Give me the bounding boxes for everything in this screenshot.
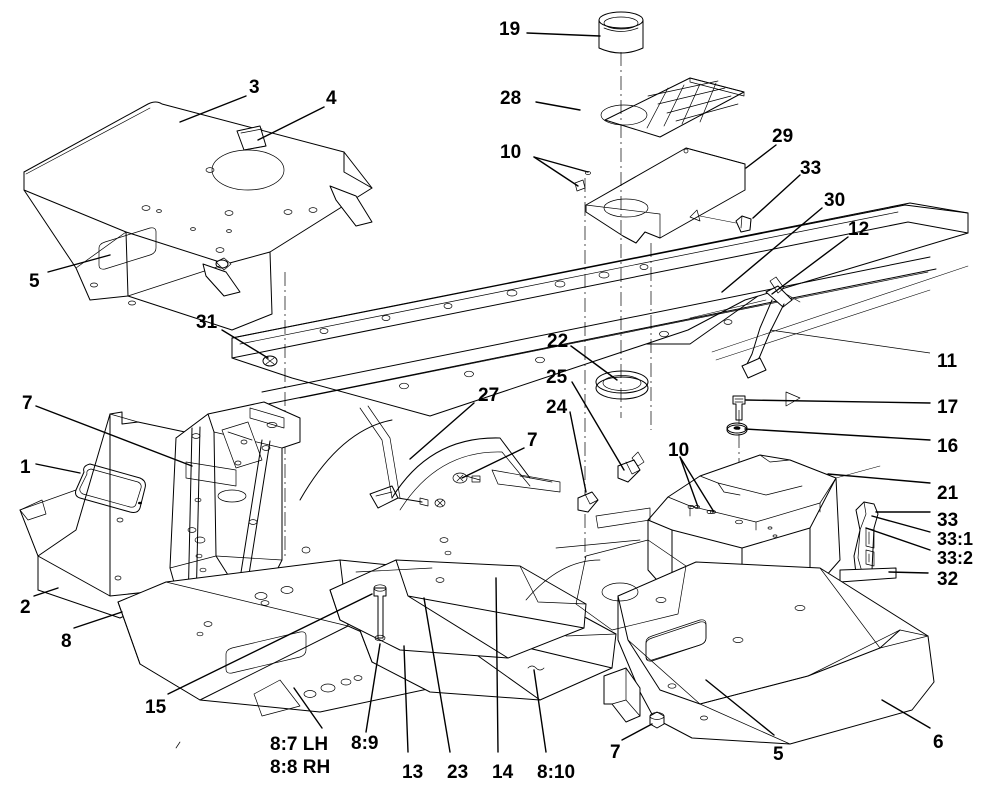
callout-16: 16 — [937, 436, 959, 457]
callout-6: 6 — [933, 732, 944, 753]
fender-well-arch — [299, 405, 531, 583]
callout-23: 23 — [447, 762, 469, 783]
callout-2: 2 — [20, 597, 31, 618]
leader-lines — [33, 32, 931, 753]
part-33-clip-upper — [689, 209, 752, 233]
part-8-9-bolt — [373, 584, 387, 642]
main-frame-rail — [231, 202, 969, 417]
callout-27: 27 — [478, 385, 500, 406]
part-25-clip — [617, 451, 645, 483]
callout-4: 4 — [326, 88, 337, 109]
callout-24: 24 — [546, 397, 568, 418]
lower-center-panel — [575, 539, 687, 631]
callout-8-10: 8:10 — [537, 762, 576, 783]
part-4-trim-strip — [236, 125, 267, 151]
floor-tray-upper — [329, 559, 587, 659]
callout-19: 19 — [499, 19, 521, 40]
callout-17: 17 — [937, 397, 959, 418]
callout-22: 22 — [547, 331, 569, 352]
callout-1: 1 — [20, 457, 31, 478]
callout-33-2: 33:2 — [937, 548, 974, 568]
callout-25: 25 — [546, 367, 568, 388]
callout-12: 12 — [848, 219, 870, 240]
part-22-ring — [595, 370, 649, 400]
callout-7-bottom: 7 — [610, 742, 621, 763]
part-33-latch-handle — [853, 501, 879, 577]
mid-structure-detail — [491, 469, 651, 601]
callout-15: 15 — [145, 697, 167, 718]
callout-31: 31 — [196, 312, 218, 333]
callout-8-9: 8:9 — [351, 733, 379, 754]
callout-7-left: 7 — [22, 393, 33, 414]
part-7-nut-lower-right — [649, 711, 665, 729]
callout-5-right: 5 — [773, 744, 784, 765]
callout-29: 29 — [772, 126, 794, 147]
part-19-cup-insert — [598, 11, 644, 54]
callout-3: 3 — [249, 77, 260, 98]
part-27-bracket — [369, 485, 446, 509]
callout-13: 13 — [402, 762, 424, 783]
callout-8-7-lh-8-8-rh: 8:7 LH 8:8 RH — [270, 734, 331, 779]
part-31-screw — [262, 355, 278, 367]
callout-5-left: 5 — [29, 271, 40, 292]
part-10-rivets-platform — [574, 171, 591, 192]
callout-11: 11 — [937, 351, 958, 372]
part-24-clip — [577, 491, 599, 513]
secondary-frame-rail — [261, 256, 937, 405]
callout-28: 28 — [500, 88, 522, 109]
part-12-lever-arm — [689, 276, 801, 379]
part-29-platform — [585, 147, 746, 244]
part-6-fender-rh — [617, 561, 935, 745]
part-17-bolt — [732, 391, 801, 421]
part-32-strip — [839, 567, 897, 583]
bracket-lower-right — [603, 667, 641, 723]
toro-logo-badge — [75, 463, 146, 513]
part-3-hood — [23, 101, 373, 331]
callout-33: 33 — [937, 510, 959, 531]
callout-10-lower: 10 — [668, 440, 690, 461]
callout-33-1: 33:1 — [937, 529, 974, 549]
part-28-mat — [600, 77, 745, 138]
callout-7-mid: 7 — [527, 430, 538, 451]
callout-30: 30 — [824, 190, 846, 211]
callout-21: 21 — [937, 483, 959, 504]
callout-8: 8 — [61, 631, 72, 652]
callout-33-upper: 33 — [800, 158, 822, 179]
part-11-support — [711, 265, 969, 361]
part-5-decal-slot-right — [645, 619, 707, 662]
part-16-washer — [726, 422, 748, 436]
callout-14: 14 — [492, 762, 514, 783]
callout-32: 32 — [937, 569, 959, 590]
callout-10-upper: 10 — [500, 142, 522, 163]
